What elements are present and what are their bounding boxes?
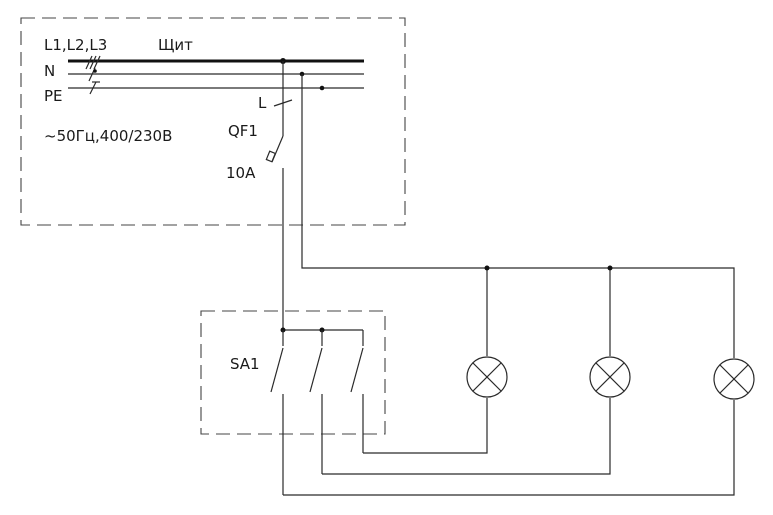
label-n: N [44,62,55,80]
label-spec: ~50Гц,400/230В [44,127,172,145]
tap-pe [319,85,325,91]
lamp-cross-icon [713,358,755,400]
label-panel-title: Щит [158,36,193,54]
return-wire-2 [322,398,611,475]
label-pe: PE [44,87,63,105]
circuit-breaker-icon [265,99,293,163]
neutral-junction-2 [607,265,613,271]
lamp-cross-icon [466,356,508,398]
neutral-wire [301,74,735,358]
breaker-name: QF1 [228,122,258,140]
switch-label: SA1 [230,355,260,373]
label-l: L [258,94,267,112]
breaker-rating: 10А [226,164,256,182]
return-wire-3 [283,400,735,496]
panel-enclosure [20,17,406,226]
phase-ticks [85,55,101,95]
return-wire-1 [363,398,488,454]
switch-enclosure [200,310,386,435]
lamp-cross-icon [589,356,631,398]
label-lines: L1,L2,L3 [44,36,107,54]
neutral-junction-1 [484,265,490,271]
switch-contact-icon [270,330,364,495]
